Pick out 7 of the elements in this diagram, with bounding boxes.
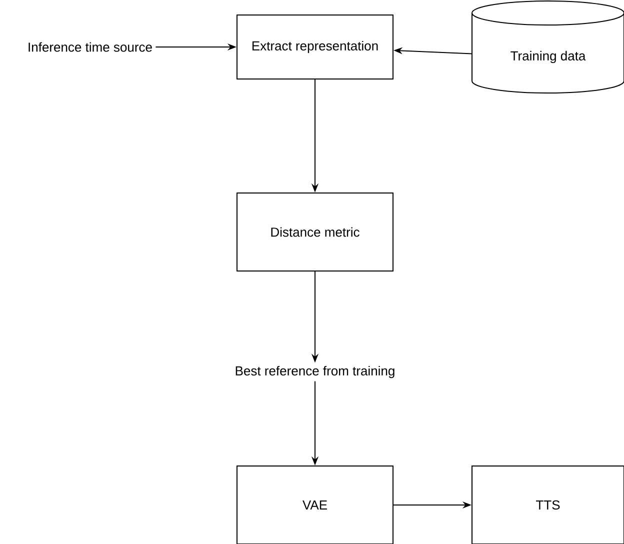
process-box: Distance metric	[236, 192, 394, 272]
node-text: Inference time source	[28, 42, 152, 52]
process-box: Extract representation	[236, 14, 394, 80]
node-text: Best reference from training	[236, 366, 394, 378]
database-cylinder: Training data	[472, 0, 624, 94]
process-box: VAE	[236, 466, 394, 544]
process-box: TTS	[472, 466, 624, 544]
